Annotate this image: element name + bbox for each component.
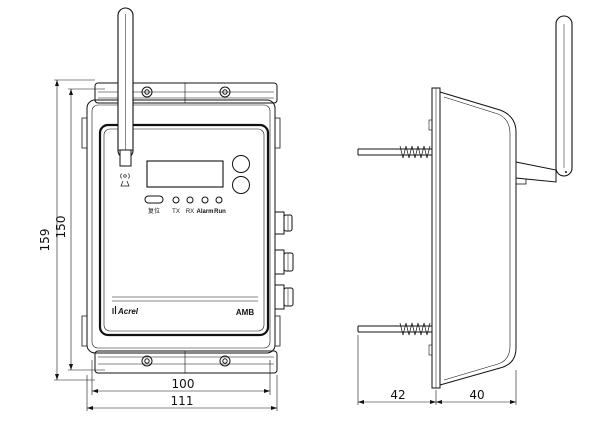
round-button-2[interactable] bbox=[232, 176, 250, 194]
antenna-signal-icon bbox=[120, 173, 130, 187]
alarm-led bbox=[201, 196, 209, 204]
lcd-display bbox=[146, 160, 224, 188]
width-100-dimension bbox=[91, 360, 271, 395]
mounting-plate bbox=[428, 87, 441, 389]
round-button-1[interactable] bbox=[232, 155, 250, 173]
cable-gland-2 bbox=[274, 249, 294, 275]
reset-button-label: 复位 bbox=[148, 207, 160, 215]
brand-logo: Acrel bbox=[112, 306, 139, 316]
front-view: 159 150 bbox=[38, 7, 294, 411]
side-antenna bbox=[515, 15, 573, 183]
depth-42-label: 42 bbox=[390, 388, 405, 402]
height-150-dimension bbox=[68, 88, 105, 371]
upper-threaded-stud bbox=[357, 145, 432, 159]
width-100-label: 100 bbox=[172, 377, 195, 391]
antenna bbox=[117, 7, 134, 167]
depth-40-label: 40 bbox=[469, 388, 484, 402]
model-label: AMB bbox=[236, 308, 254, 317]
width-111-dimension bbox=[86, 375, 278, 411]
enclosure-body bbox=[81, 99, 281, 354]
tx-led-label: TX bbox=[172, 209, 180, 215]
bottom-mounting-bracket bbox=[94, 350, 278, 374]
height-150-label: 150 bbox=[54, 216, 68, 239]
lower-threaded-stud bbox=[357, 322, 432, 336]
rx-led-label: RX bbox=[186, 209, 194, 215]
reset-button[interactable] bbox=[144, 195, 164, 204]
run-led-label: Run bbox=[214, 209, 226, 215]
height-159-label: 159 bbox=[38, 229, 52, 252]
cable-gland-1 bbox=[274, 211, 293, 235]
run-led bbox=[215, 196, 223, 204]
cable-gland-3 bbox=[274, 284, 294, 310]
rx-led bbox=[186, 196, 194, 204]
width-111-label: 111 bbox=[171, 394, 194, 408]
depth-dimensions bbox=[357, 335, 517, 405]
tx-led bbox=[172, 196, 180, 204]
side-view bbox=[357, 15, 573, 405]
brand-name: Acrel bbox=[117, 307, 139, 316]
height-159-dimension bbox=[54, 79, 95, 381]
alarm-led-label: Alarm bbox=[196, 209, 213, 215]
enclosure-profile bbox=[439, 91, 517, 386]
